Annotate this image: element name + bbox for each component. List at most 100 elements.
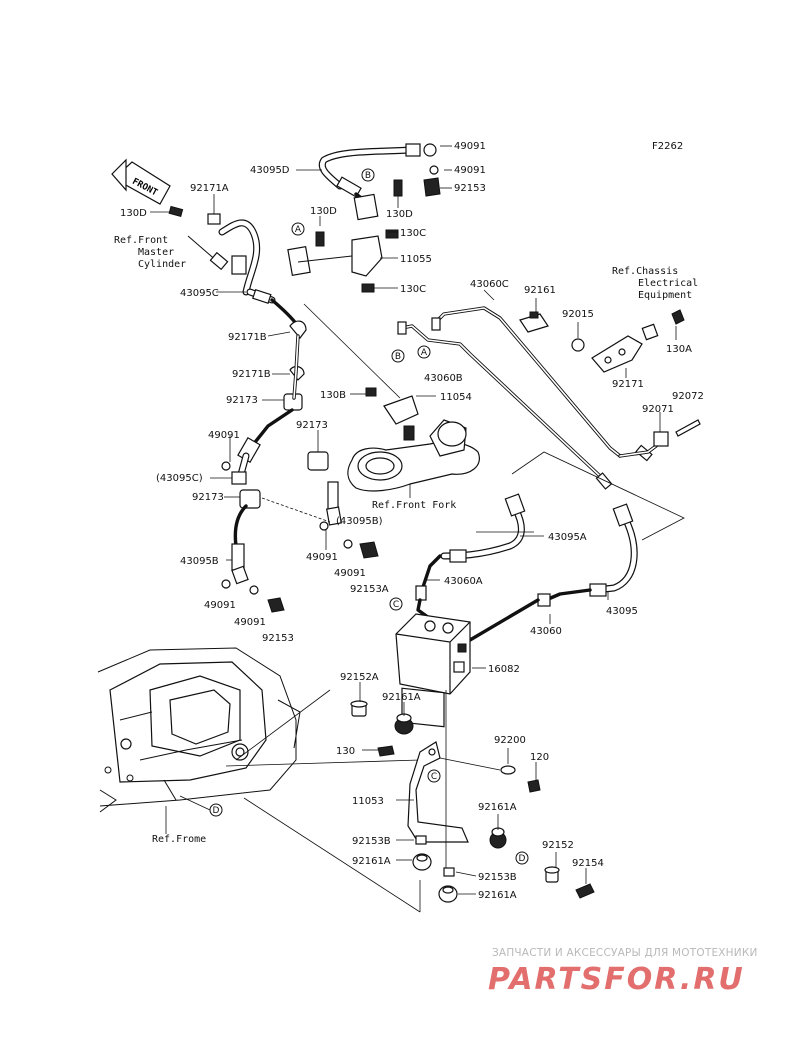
ref-chassis-line3: Equipment [638,290,692,301]
ref-frame: Ref.Frome [152,834,206,845]
label-11055: 11055 [400,254,432,265]
label-43060: 43060 [530,626,562,637]
label-92171a: 92171A [190,183,229,194]
clamp-92161 [519,311,549,333]
label-92173-3: 92173 [192,492,224,503]
hose-43095c-lower [231,437,261,485]
label-92171b-1: 92171B [228,332,267,343]
band-92072 [675,419,701,437]
label-49091-c: 49091 [208,430,240,441]
label-49091-a: 49091 [454,141,486,152]
collar-92153b-1 [415,835,427,845]
svg-text:B: B [365,171,371,181]
svg-text:A: A [295,225,302,235]
hose-43095d [318,143,437,208]
washer-49091-f [221,579,231,589]
hose-43095c-upper [218,219,300,328]
frame-ref [97,647,301,813]
ref-master-line1: Ref.Front [114,235,168,246]
callout-c-abs: C [389,597,403,611]
label-92015: 92015 [562,309,594,320]
washer-92200 [500,765,516,775]
front-arrow-icon: FRONT [111,158,171,205]
svg-text:B: B [395,352,401,362]
label-92153b-2: 92153B [478,872,517,883]
label-130a: 130A [666,344,692,355]
label-92161: 92161 [524,285,556,296]
label-130d-2: 130D [310,206,337,217]
label-130b: 130B [320,390,346,401]
label-92171b-2: 92171B [232,369,271,380]
label-43060a: 43060A [444,576,483,587]
label-43095b-ref: (43095B) [336,516,383,527]
rubber-92161a-2 [489,827,507,849]
pipe-43060b [397,321,613,490]
label-92161a-4: 92161A [478,890,517,901]
pipe-43060 [537,593,551,607]
label-43060b: 43060B [424,373,463,384]
label-92171: 92171 [612,379,644,390]
banjo-bolt-92153-top [423,165,441,197]
label-43095: 43095 [606,606,638,617]
bolt-130a [671,309,685,325]
label-49091-g: 49091 [234,617,266,628]
watermark-subtitle: ЗАПЧАСТИ И АКСЕССУАРЫ ДЛЯ МОТОТЕХНИКИ [492,947,758,959]
washer-49091-d [319,521,329,531]
label-92173-1: 92173 [226,395,258,406]
label-43095d: 43095D [250,165,290,176]
ref-chassis-line2: Electrical [638,278,698,289]
clip-92173-2 [307,451,329,471]
hose-43095a [420,493,526,592]
washer-49091-c [221,461,231,471]
label-49091-e: 49091 [334,568,366,579]
callout-d-frame: D [209,803,223,817]
label-92173-2: 92173 [296,420,328,431]
rubber-92161a-1 [394,713,414,735]
label-43095b: 43095B [180,556,219,567]
label-49091-b: 49091 [454,165,486,176]
collar-92015 [571,338,585,352]
label-92152: 92152 [542,840,574,851]
label-92153-a: 92153 [454,183,486,194]
label-11053: 11053 [352,796,384,807]
bolt-130 [377,745,395,757]
clamp-92171b-1 [289,320,307,339]
hose-43095b-ref [326,481,342,526]
bolt-120 [527,779,541,793]
label-92072: 92072 [672,391,704,402]
master-cylinder-ref [187,235,229,271]
collar-92152a [350,700,368,717]
label-92154: 92154 [572,858,604,869]
ref-chassis-line1: Ref.Chassis [612,266,678,277]
washer-49091-e [343,539,353,549]
callout-b-mid: B [391,349,405,363]
label-43095c: 43095C [180,288,219,299]
abs-hydraulic-unit-16082 [395,613,471,728]
ref-master-line2: Master [138,247,174,258]
hose-43095b [231,543,249,585]
svg-text:C: C [431,772,437,782]
rubber-92161a-4 [438,885,458,903]
clip-92173-3 [239,489,261,509]
clamp-92171a [207,194,221,225]
label-92200: 92200 [494,735,526,746]
label-120: 120 [530,752,549,763]
rubber-92161a-3 [412,853,432,871]
label-49091-d: 49091 [306,552,338,563]
bracket-11054 [365,387,419,425]
svg-text:D: D [519,854,526,864]
label-92153a: 92153A [350,584,389,595]
callout-b-top: B [361,168,375,182]
label-49091-f: 49091 [204,600,236,611]
label-43095a: 43095A [548,532,587,543]
callout-d-right: D [515,851,529,865]
label-130c-1: 130C [400,228,426,239]
label-92161a-1: 92161A [382,692,421,703]
banjo-bolt-92153-left [267,597,285,613]
washer-49091-g [249,585,259,595]
bolt-92154 [575,883,595,899]
label-92161a-3: 92161A [352,856,391,867]
label-92071: 92071 [642,404,674,415]
